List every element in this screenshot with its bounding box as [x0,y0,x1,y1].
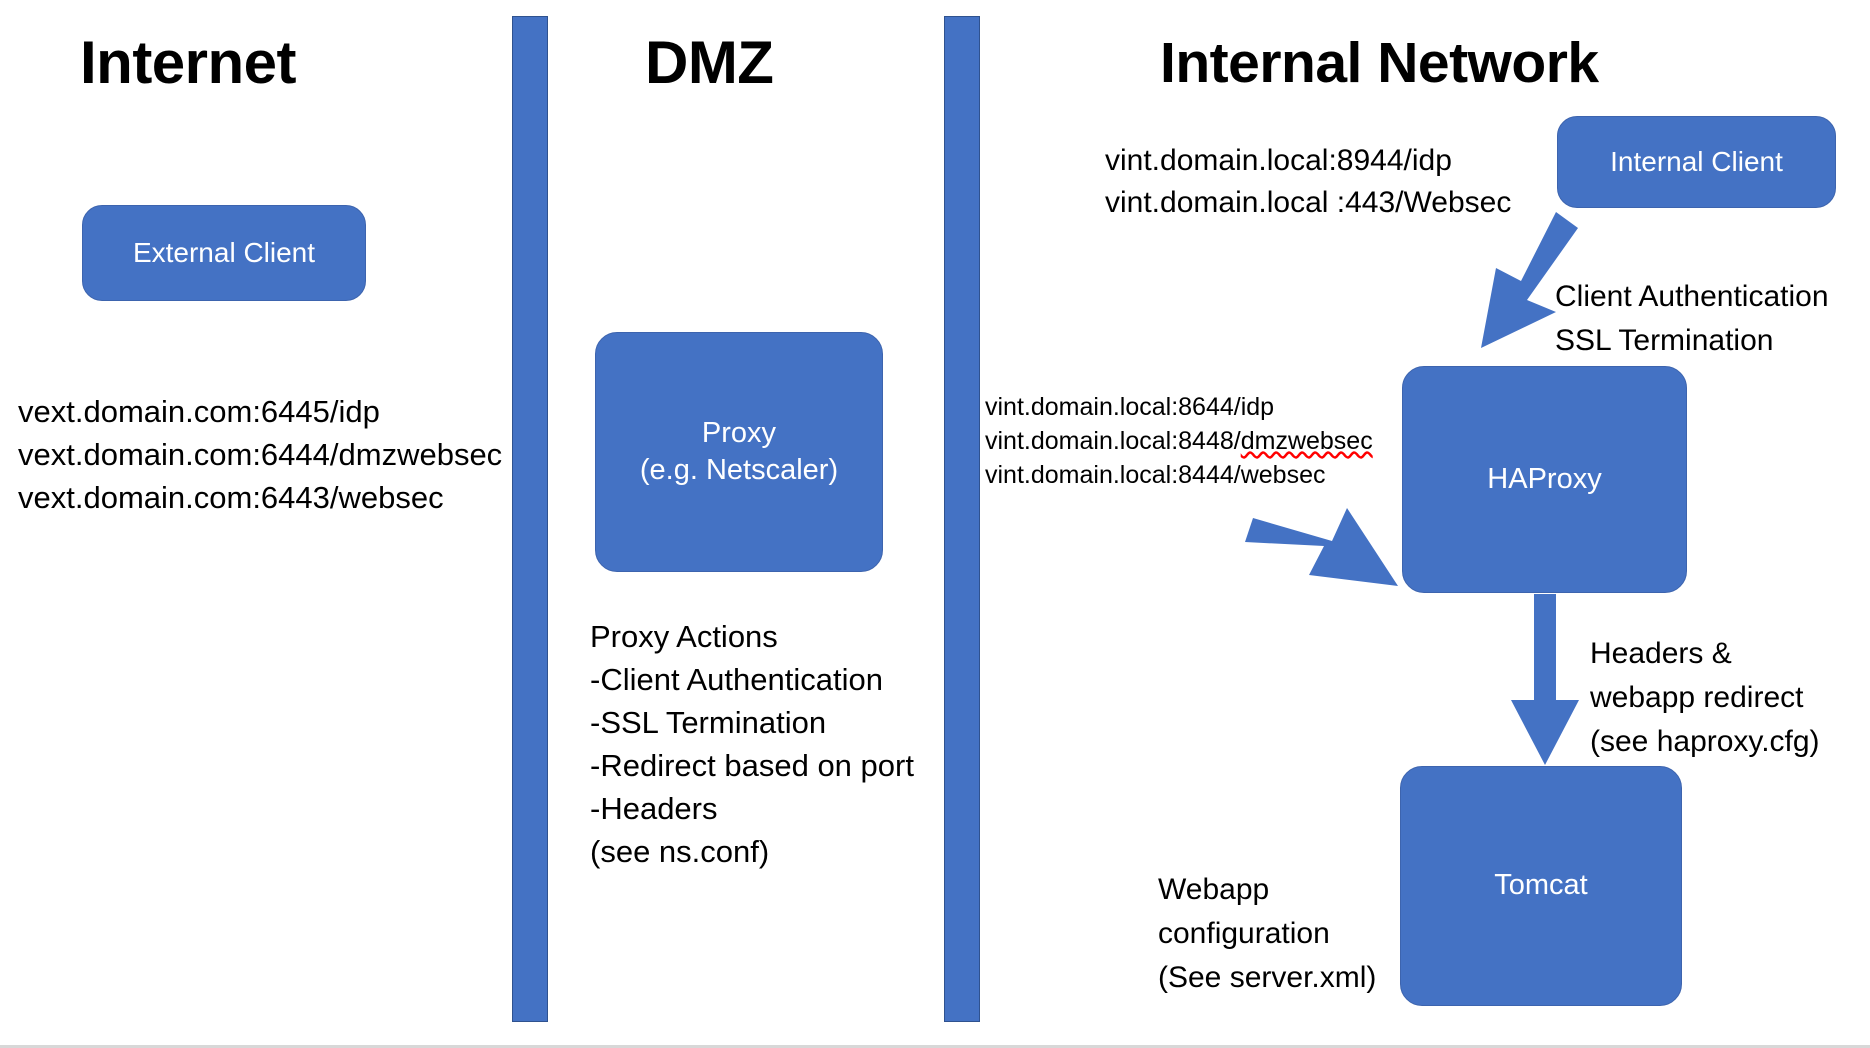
proxy-actions-line-6: (see ns.conf) [590,834,770,869]
node-internal-client[interactable]: Internal Client [1557,116,1836,208]
node-proxy-label-line2: (e.g. Netscaler) [639,454,839,486]
internal-client-urls-text: vint.domain.local:8944/idp vint.domain.l… [1105,140,1511,224]
node-tomcat[interactable]: Tomcat [1400,766,1682,1006]
headers-redirect-note-line-1: Headers & [1590,637,1732,670]
headers-redirect-note-line-2: webapp redirect [1590,681,1804,714]
proxy-actions-line-2: -Client Authentication [590,662,883,697]
external-urls-text: vext.domain.com:6445/idp vext.domain.com… [18,390,502,519]
node-internal-client-label: Internal Client [1610,146,1783,178]
internal-client-url-line-2: vint.domain.local :443/Websec [1105,186,1512,219]
node-proxy[interactable]: Proxy (e.g. Netscaler) [595,332,883,572]
haproxy-url-line-1: vint.domain.local:8644/idp [985,393,1275,421]
zone-title-dmz: DMZ [645,29,774,96]
haproxy-url-line-2-prefix: vint.domain.local:8448/ [985,427,1241,455]
internet-dmz-divider [512,16,548,1022]
proxy-actions-line-4: -Redirect based on port [590,748,914,783]
webapp-config-note-line-2: configuration [1158,917,1330,950]
haproxy-to-tomcat-arrow [1511,594,1579,765]
zone-title-internet: Internet [80,29,297,96]
haproxy-url-line-2: vint.domain.local:8448/dmzwebsec [985,424,1373,458]
node-external-client[interactable]: External Client [82,205,366,301]
node-external-client-label: External Client [132,237,316,269]
external-url-line-2: vext.domain.com:6444/dmzwebsec [18,437,503,472]
internal-client-url-line-1: vint.domain.local:8944/idp [1105,144,1452,177]
proxy-actions-line-3: -SSL Termination [590,705,827,740]
node-tomcat-label: Tomcat [1494,869,1588,902]
webapp-config-note-line-3: (See server.xml) [1158,961,1377,994]
dmz-internal-divider [944,16,980,1022]
external-url-line-3: vext.domain.com:6443/websec [18,480,444,515]
client-auth-note-line-2: SSL Termination [1555,324,1774,357]
haproxy-url-line-2-misspelled-token: dmzwebsec [1240,427,1373,455]
webapp-config-note-text: Webapp configuration (See server.xml) [1158,868,1376,1000]
proxy-actions-line-1: Proxy Actions [590,619,778,654]
zone-title-internal-network: Internal Network [1160,31,1599,95]
client-auth-note-line-1: Client Authentication [1555,280,1829,313]
proxy-actions-text: Proxy Actions -Client Authentication -SS… [590,615,914,873]
node-haproxy[interactable]: HAProxy [1402,366,1687,593]
node-haproxy-label: HAProxy [1487,462,1602,495]
incoming-to-haproxy-arrow [1245,508,1398,586]
proxy-actions-line-5: -Headers [590,791,718,826]
client-auth-note-text: Client Authentication SSL Termination [1555,275,1829,363]
external-url-line-1: vext.domain.com:6445/idp [18,394,380,429]
headers-redirect-note-line-3: (see haproxy.cfg) [1590,725,1820,758]
webapp-config-note-line-1: Webapp [1158,873,1270,906]
node-proxy-label-line1: Proxy [701,416,777,449]
haproxy-url-line-3: vint.domain.local:8444/websec [985,461,1326,489]
headers-redirect-note-text: Headers & webapp redirect (see haproxy.c… [1590,632,1820,764]
haproxy-urls-text: vint.domain.local:8644/idp vint.domain.l… [985,390,1373,492]
